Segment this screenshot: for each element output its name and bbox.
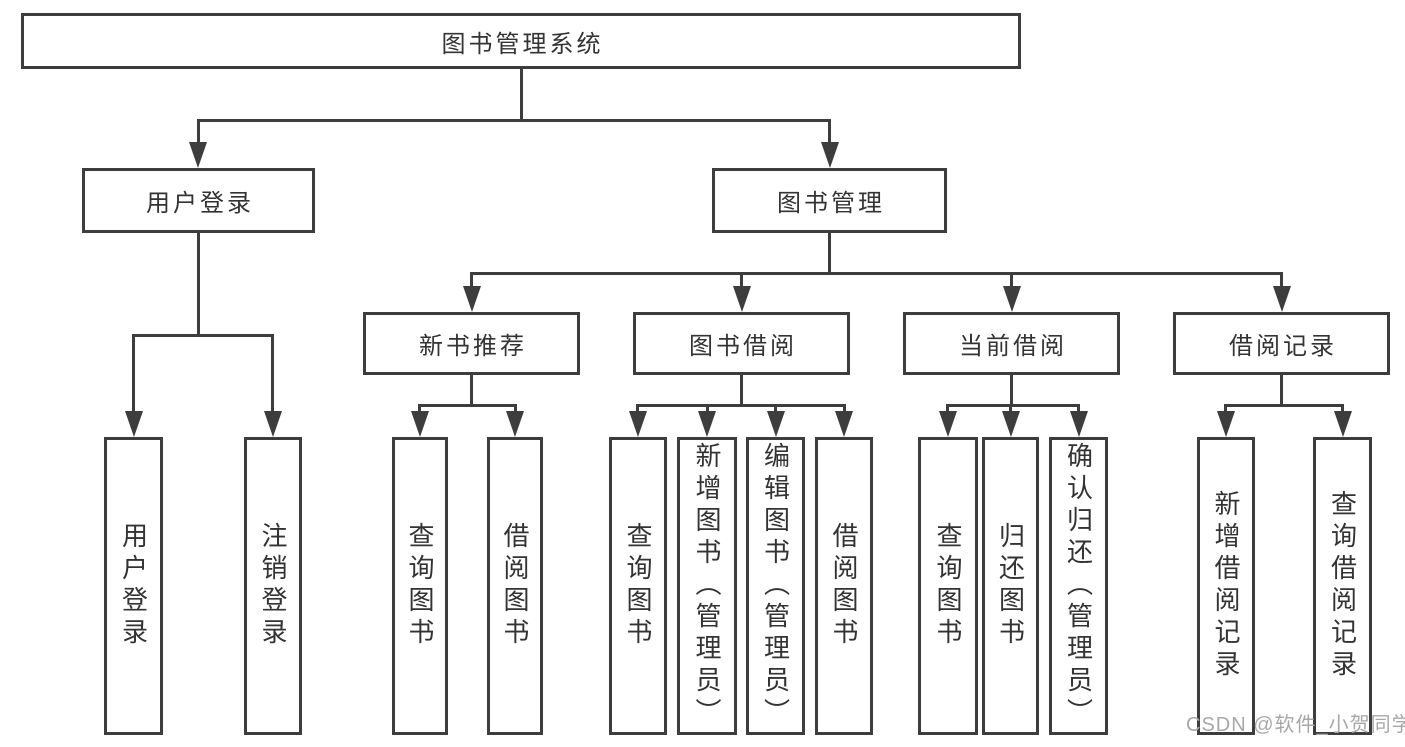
- connector-line: [636, 404, 639, 416]
- connector-line: [520, 69, 523, 119]
- arrow-down-icon: [835, 411, 853, 437]
- connector-line: [1077, 404, 1080, 416]
- connector-line: [828, 119, 831, 146]
- connector-line: [740, 375, 743, 406]
- leaf-borrow-add-books-admin: 新增图书（管理员）: [677, 437, 737, 735]
- watermark-text: CSDN @软件_小贺同学: [1186, 714, 1405, 736]
- node-label: 用户登录: [146, 190, 254, 217]
- leaf-label: 新增图书（管理员）: [692, 442, 722, 730]
- connector-line: [1280, 375, 1283, 406]
- connector-line: [843, 404, 846, 416]
- node-label: 图书管理系统: [441, 30, 604, 58]
- arrow-down-icon: [698, 411, 716, 437]
- leaf-borrow-borrow-books: 借阅图书: [815, 437, 873, 735]
- leaf-label: 查询图书: [405, 522, 435, 650]
- leaf-current-confirm-return-admin: 确认归还（管理员）: [1049, 437, 1108, 735]
- node-book-management: 图书管理: [712, 168, 947, 233]
- node-user-login: 用户登录: [82, 168, 315, 233]
- leaf-label: 确认归还（管理员）: [1063, 442, 1094, 730]
- connector-line: [740, 272, 743, 290]
- leaf-recommend-borrow-books: 借阅图书: [487, 437, 543, 735]
- leaf-label: 借阅图书: [500, 522, 530, 650]
- connector-line: [1341, 404, 1344, 416]
- connector-line: [418, 404, 517, 407]
- connector-line: [514, 404, 517, 416]
- leaf-current-return-books: 归还图书: [982, 437, 1039, 735]
- connector-line: [1224, 404, 1227, 416]
- connector-line: [774, 404, 777, 416]
- node-new-book-recommendation: 新书推荐: [363, 312, 580, 375]
- node-label: 图书借阅: [689, 333, 797, 360]
- connector-line: [1010, 272, 1013, 290]
- leaf-label: 注销登录: [258, 522, 288, 650]
- node-label: 当前借阅: [959, 333, 1067, 360]
- arrow-down-icon: [1002, 411, 1020, 437]
- leaf-label: 借阅图书: [829, 522, 859, 650]
- connector-line: [470, 272, 1283, 275]
- arrow-down-icon: [629, 411, 647, 437]
- leaf-label: 编辑图书（管理员）: [760, 442, 791, 730]
- arrow-down-icon: [1003, 286, 1021, 312]
- leaf-label: 查询图书: [933, 522, 963, 650]
- connector-line: [271, 334, 274, 414]
- leaf-logout: 注销登录: [244, 437, 302, 735]
- connector-line: [946, 404, 1080, 407]
- node-label: 借阅记录: [1229, 333, 1337, 360]
- arrow-down-icon: [1334, 411, 1352, 437]
- leaf-current-query-books: 查询图书: [918, 437, 978, 735]
- connector-line: [1010, 375, 1013, 406]
- arrow-down-icon: [189, 142, 207, 168]
- arrow-down-icon: [1070, 411, 1088, 437]
- connector-line: [470, 272, 473, 290]
- arrow-down-icon: [939, 411, 957, 437]
- connector-line: [132, 334, 135, 414]
- arrow-down-icon: [463, 286, 481, 312]
- node-label: 新书推荐: [419, 333, 527, 360]
- node-borrowing-records: 借阅记录: [1173, 312, 1390, 375]
- leaf-records-add-record: 新增借阅记录: [1197, 437, 1255, 735]
- arrow-down-icon: [821, 142, 839, 168]
- node-label: 图书管理: [777, 190, 885, 217]
- arrow-down-icon: [506, 411, 524, 437]
- connector-line: [946, 404, 949, 416]
- leaf-records-query-record: 查询借阅记录: [1313, 437, 1372, 735]
- connector-line: [132, 334, 274, 337]
- arrow-down-icon: [125, 411, 143, 437]
- leaf-label: 归还图书: [995, 522, 1026, 650]
- arrow-down-icon: [411, 411, 429, 437]
- leaf-label: 查询图书: [623, 522, 653, 650]
- arrow-down-icon: [264, 411, 282, 437]
- leaf-borrow-edit-books-admin: 编辑图书（管理员）: [746, 437, 805, 735]
- connector-line: [197, 119, 831, 122]
- connector-line: [470, 375, 473, 406]
- connector-line: [1280, 272, 1283, 290]
- connector-line: [706, 404, 709, 416]
- connector-line: [1009, 404, 1012, 416]
- leaf-label: 新增借阅记录: [1211, 490, 1241, 682]
- connector-line: [828, 233, 831, 275]
- leaf-label: 用户登录: [118, 522, 149, 650]
- leaf-label: 查询借阅记录: [1327, 490, 1358, 682]
- node-book-borrowing: 图书借阅: [633, 312, 850, 375]
- leaf-borrow-query-books: 查询图书: [609, 437, 667, 735]
- arrow-down-icon: [1217, 411, 1235, 437]
- arrow-down-icon: [733, 286, 751, 312]
- arrow-down-icon: [1273, 286, 1291, 312]
- connector-line: [197, 233, 200, 336]
- node-current-borrowing: 当前借阅: [903, 312, 1120, 375]
- connector-line: [1224, 404, 1344, 407]
- node-library-management-system: 图书管理系统: [21, 13, 1021, 69]
- leaf-user-login: 用户登录: [104, 437, 163, 735]
- connector-line: [197, 119, 200, 146]
- leaf-recommend-query-books: 查询图书: [392, 437, 448, 735]
- arrow-down-icon: [767, 411, 785, 437]
- connector-line: [636, 404, 846, 407]
- connector-line: [418, 404, 421, 416]
